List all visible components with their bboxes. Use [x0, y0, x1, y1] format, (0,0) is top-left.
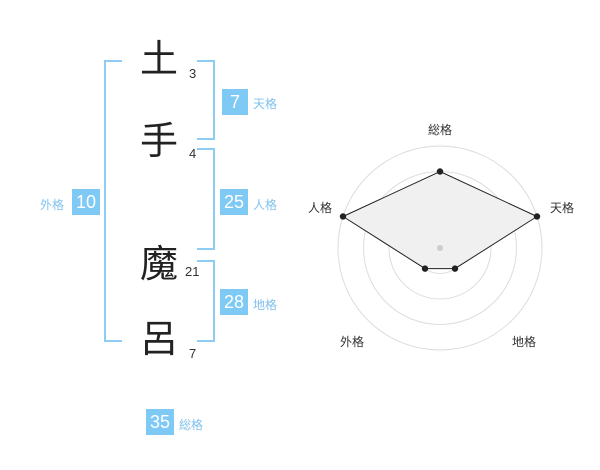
- tenkaku-label: 天格: [253, 97, 278, 111]
- chikaku-value: 28: [220, 289, 248, 315]
- chikaku-label: 地格: [253, 298, 278, 312]
- stroke-count-1: 3: [189, 66, 197, 81]
- radar-point-bottom-left: [421, 265, 429, 272]
- jinkaku-label: 人格: [253, 198, 278, 212]
- tenkaku-bracket: [197, 60, 215, 140]
- stroke-count-3: 21: [185, 264, 200, 279]
- radar-label-top: 総格: [428, 122, 452, 137]
- radar-point-bottom-right: [451, 265, 459, 272]
- radar-label-right: 天格: [550, 200, 574, 215]
- stroke-count-4: 7: [189, 346, 197, 361]
- chikaku-bracket: [197, 260, 215, 342]
- soukaku-value: 35: [146, 409, 174, 435]
- radar-label-bottom-right: 地格: [512, 334, 536, 349]
- radar-point-top: [436, 168, 444, 175]
- name-char-2: 手: [140, 119, 179, 163]
- name-char-3: 魔: [140, 242, 179, 286]
- jinkaku-value: 25: [220, 189, 248, 215]
- radar-point-left: [339, 213, 347, 220]
- tenkaku-value: 7: [222, 89, 248, 115]
- soukaku-label: 総格: [179, 418, 204, 432]
- radar-polygon: [341, 170, 539, 270]
- name-char-1: 土: [140, 37, 179, 81]
- jinkaku-bracket: [197, 148, 215, 250]
- radar-label-bottom-left: 外格: [340, 334, 364, 349]
- stroke-count-2: 4: [189, 146, 197, 161]
- radar-ring: [337, 145, 543, 351]
- radar-point-right: [533, 213, 541, 220]
- name-char-4: 呂: [140, 317, 179, 361]
- radar-center-dot: [437, 245, 443, 251]
- gaikaku-label: 外格: [40, 198, 65, 212]
- gaikaku-value: 10: [72, 189, 100, 215]
- radar-points: [339, 168, 541, 272]
- radar-chart: 総格 天格 地格 外格 人格: [308, 122, 574, 351]
- radar-label-left: 人格: [308, 200, 332, 215]
- gaikaku-bracket: [104, 60, 122, 342]
